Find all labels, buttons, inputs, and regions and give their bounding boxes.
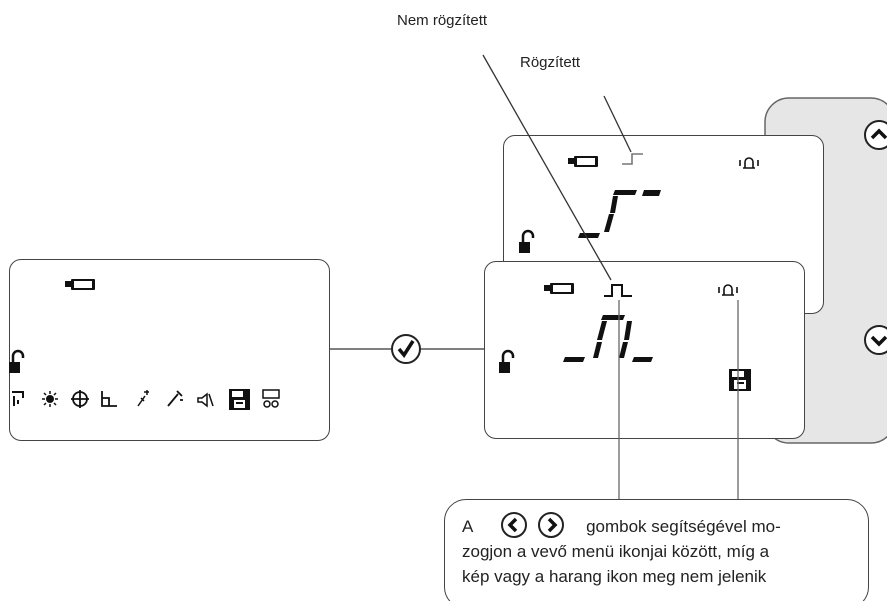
segment-display-upper (578, 190, 661, 238)
bell-icon (718, 284, 738, 296)
left-display-panel (9, 259, 330, 441)
up-arrow-icon (870, 128, 887, 140)
shower-icon (12, 391, 24, 406)
note-line-2: zogjon a vevő menü ikonjai között, míg a (462, 542, 770, 561)
segment-display-lower (563, 315, 653, 362)
wand-icon (167, 390, 183, 407)
right-button[interactable] (537, 512, 564, 538)
muted-icon (197, 392, 214, 408)
confirm-check-icon (397, 340, 415, 358)
down-button[interactable] (864, 325, 887, 355)
camera-icon (65, 279, 95, 290)
unfixed-signal-icon (604, 284, 632, 297)
save-icon (229, 389, 250, 410)
label-unfixed: Nem rögzített (397, 12, 488, 29)
down-arrow-icon (870, 335, 887, 347)
lock-icon (499, 349, 515, 373)
label-fixed: Rögzített (520, 54, 581, 71)
lock-icon (519, 229, 535, 253)
bell-icon (739, 157, 759, 169)
camera-icon (568, 156, 598, 167)
right-arrow-icon (547, 517, 558, 533)
instruction-note: A gombok segítségével mo- zogjon a vevő … (444, 499, 869, 601)
fixed-signal-icon (622, 153, 643, 165)
left-button[interactable] (500, 512, 527, 538)
note-line-1: A gombok segítségével mo- (462, 512, 852, 539)
left-arrow-icon (507, 517, 518, 533)
note-line-3: kép vagy a harang ikon meg nem jelenik (462, 567, 767, 586)
confirm-button[interactable] (391, 334, 421, 364)
save-icon (729, 369, 751, 391)
settings-icon (262, 389, 280, 408)
lower-display-panel (484, 261, 805, 439)
camera-icon (544, 283, 574, 294)
crosshair-icon (71, 390, 89, 408)
note-word-a: A (462, 517, 473, 536)
up-button[interactable] (864, 120, 887, 150)
callout-line-fixed (603, 95, 632, 153)
corner-icon (101, 391, 117, 407)
note-after-buttons: gombok segítségével mo- (586, 517, 781, 536)
callout-line-unfixed (482, 54, 612, 281)
sun-icon (42, 391, 58, 407)
sparkle-icon (137, 390, 149, 407)
lock-icon (9, 349, 25, 373)
